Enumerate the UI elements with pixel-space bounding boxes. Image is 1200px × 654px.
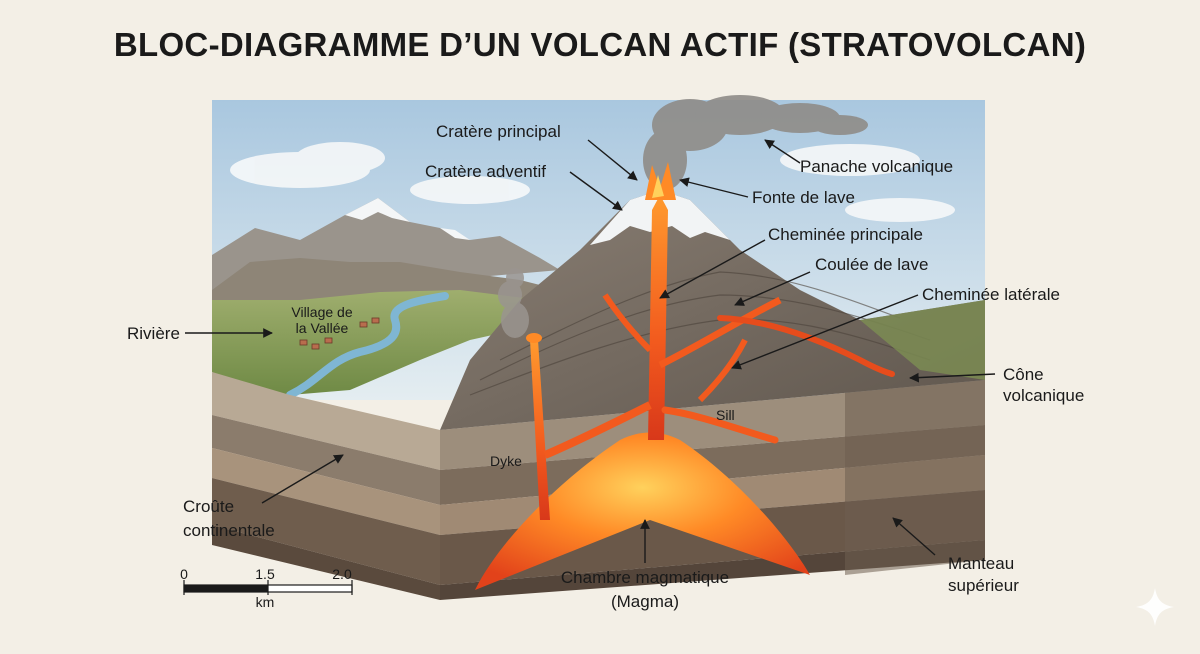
lava-fountain	[645, 162, 676, 200]
scale-tick-1: 1.5	[255, 566, 275, 582]
village	[299, 317, 380, 350]
page-title: BLOC-DIAGRAMME D’UN VOLCAN ACTIF (STRATO…	[113, 26, 1087, 63]
dyke-conduit	[530, 340, 550, 520]
right-slope-vegetation	[860, 300, 985, 380]
label-fonte-lave: Fonte de lave	[752, 188, 855, 207]
label-panache: Panache volcanique	[800, 157, 953, 176]
main-conduit	[648, 195, 668, 440]
sparkle-icon	[1136, 588, 1174, 626]
lateral-conduit-2	[697, 338, 748, 403]
label-croute-1: Croûte	[183, 497, 234, 516]
label-croute-2: continentale	[183, 521, 275, 540]
magma-chamber	[475, 432, 810, 590]
inline-labels: Village de la Vallée Sill Dyke	[291, 304, 734, 469]
label-village-2: la Vallée	[296, 320, 349, 336]
block-left-face	[212, 300, 440, 600]
label-riviere: Rivière	[127, 324, 180, 343]
labels: Cratère principal Cratère adventif Panac…	[127, 122, 1084, 611]
lava-flow	[717, 315, 895, 377]
sill	[661, 406, 779, 444]
label-dyke: Dyke	[490, 453, 522, 469]
volcanic-cone	[440, 190, 985, 430]
snow-caps	[345, 198, 470, 240]
river	[286, 292, 449, 399]
label-cone-1: Cône	[1003, 365, 1044, 384]
annotation-arrows	[185, 139, 996, 563]
label-cheminee-principale: Cheminée principale	[768, 225, 923, 244]
label-cone-2: volcanique	[1003, 386, 1084, 405]
scale-unit: km	[256, 594, 275, 610]
label-cheminee-laterale: Cheminée latérale	[922, 285, 1060, 304]
clouds	[230, 142, 955, 222]
scale-bar: 0 1.5 2.0 km	[180, 566, 353, 610]
label-chambre-2: (Magma)	[611, 592, 679, 611]
adventive-smoke	[498, 268, 529, 338]
label-sill: Sill	[716, 407, 735, 423]
scale-tick-0: 0	[180, 566, 188, 582]
label-manteau-2: supérieur	[948, 576, 1019, 595]
label-chambre-1: Chambre magmatique	[561, 568, 729, 587]
label-coulee-lave: Coulée de lave	[815, 255, 928, 274]
scale-tick-2: 2.0	[332, 566, 352, 582]
lateral-conduit	[658, 296, 782, 369]
label-village-1: Village de	[291, 304, 352, 320]
dyke-branch	[543, 401, 652, 459]
side-branch	[602, 293, 653, 353]
adventive-crater-glow	[526, 333, 542, 343]
label-manteau-1: Manteau	[948, 554, 1014, 573]
label-cratere-adventif: Cratère adventif	[425, 162, 546, 181]
label-cratere-principal: Cratère principal	[436, 122, 561, 141]
